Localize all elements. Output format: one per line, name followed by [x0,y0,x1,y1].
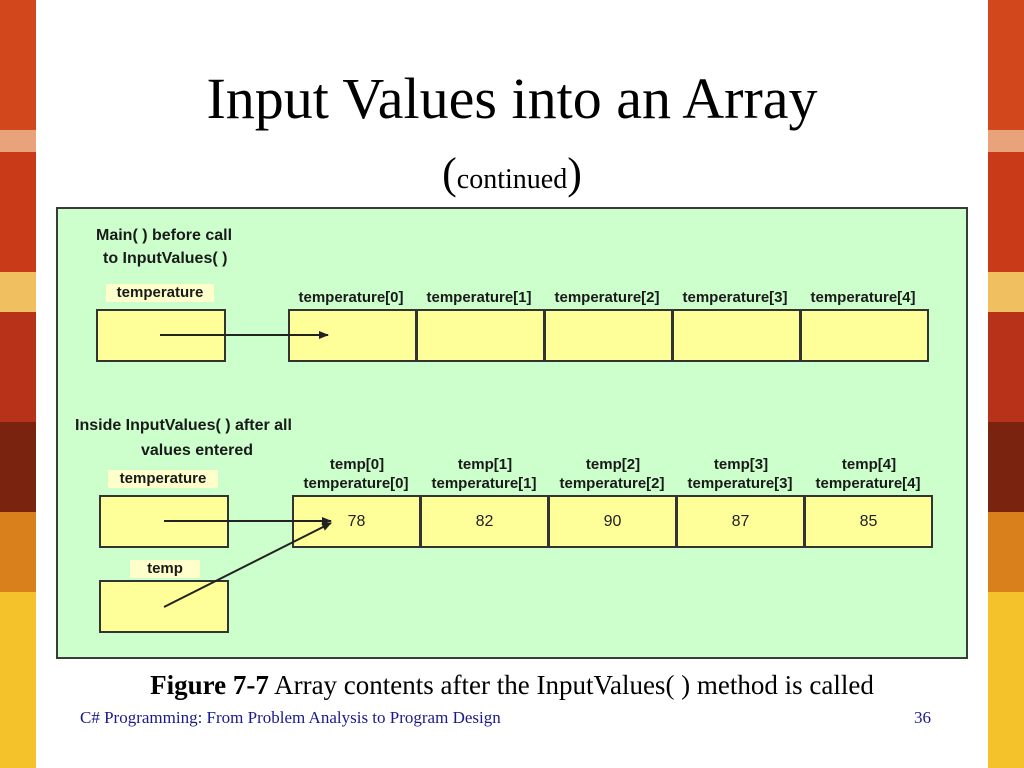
section2-temp-header-0: temp[0] [329,456,385,473]
figure-caption: Figure 7-7 Array contents after the Inpu… [0,668,1024,702]
left-decorative-strip [0,0,36,768]
paren-open: ( [442,149,457,198]
section1-array-cell-3 [672,309,801,362]
section2-array-cell-0: 78 [292,495,421,548]
temp-reference-box [99,580,229,633]
slide-title: Input Values into an Array [206,66,818,131]
section2-temperature-header-0: temperature[0] [303,475,409,492]
section1-header-4: temperature[4] [810,289,916,306]
section1-heading-line2: to InputValues( ) [103,250,228,267]
section1-array-cell-1 [416,309,545,362]
section1-header-3: temperature[3] [682,289,788,306]
section2-temperature-header-4: temperature[4] [815,475,921,492]
section1-reference-label: temperature [106,284,214,302]
temp-label: temp [130,560,200,578]
slide-subtitle: (continued) [0,146,1024,208]
page-number: 36 [914,708,931,727]
section2-reference-label: temperature [108,470,218,488]
section1-array-cell-2 [544,309,673,362]
section2-heading-line1: Inside InputValues( ) after all [75,417,292,434]
section2-temperature-header-1: temperature[1] [431,475,537,492]
section2-array-cell-3: 87 [676,495,805,548]
section2-array-cell-2: 90 [548,495,677,548]
section2-temperature-header-2: temperature[2] [559,475,665,492]
section2-temp-header-2: temp[2] [585,456,641,473]
section2-temp-header-4: temp[4] [841,456,897,473]
figure-caption-text: Array contents after the InputValues( ) … [268,670,874,700]
section1-array-cell-0 [288,309,417,362]
paren-close: ) [567,149,582,198]
figure-label: Figure 7-7 [150,670,269,700]
section2-heading-line2: values entered [141,442,254,459]
section2-temperature-header-3: temperature[3] [687,475,793,492]
section2-array-cell-1: 82 [420,495,549,548]
section2-temp-header-1: temp[1] [457,456,513,473]
section2-array-cell-4: 85 [804,495,933,548]
section1-heading-line1: Main( ) before call [96,227,233,244]
section1-header-1: temperature[1] [426,289,532,306]
section1-reference-box [96,309,226,362]
right-decorative-strip [988,0,1024,768]
section1-header-2: temperature[2] [554,289,660,306]
section2-reference-box [99,495,229,548]
footer-book-title: C# Programming: From Problem Analysis to… [80,708,501,727]
section1-header-0: temperature[0] [298,289,404,306]
continued-label: continued [456,164,568,195]
section2-temp-header-3: temp[3] [713,456,769,473]
section1-array-cell-4 [800,309,929,362]
